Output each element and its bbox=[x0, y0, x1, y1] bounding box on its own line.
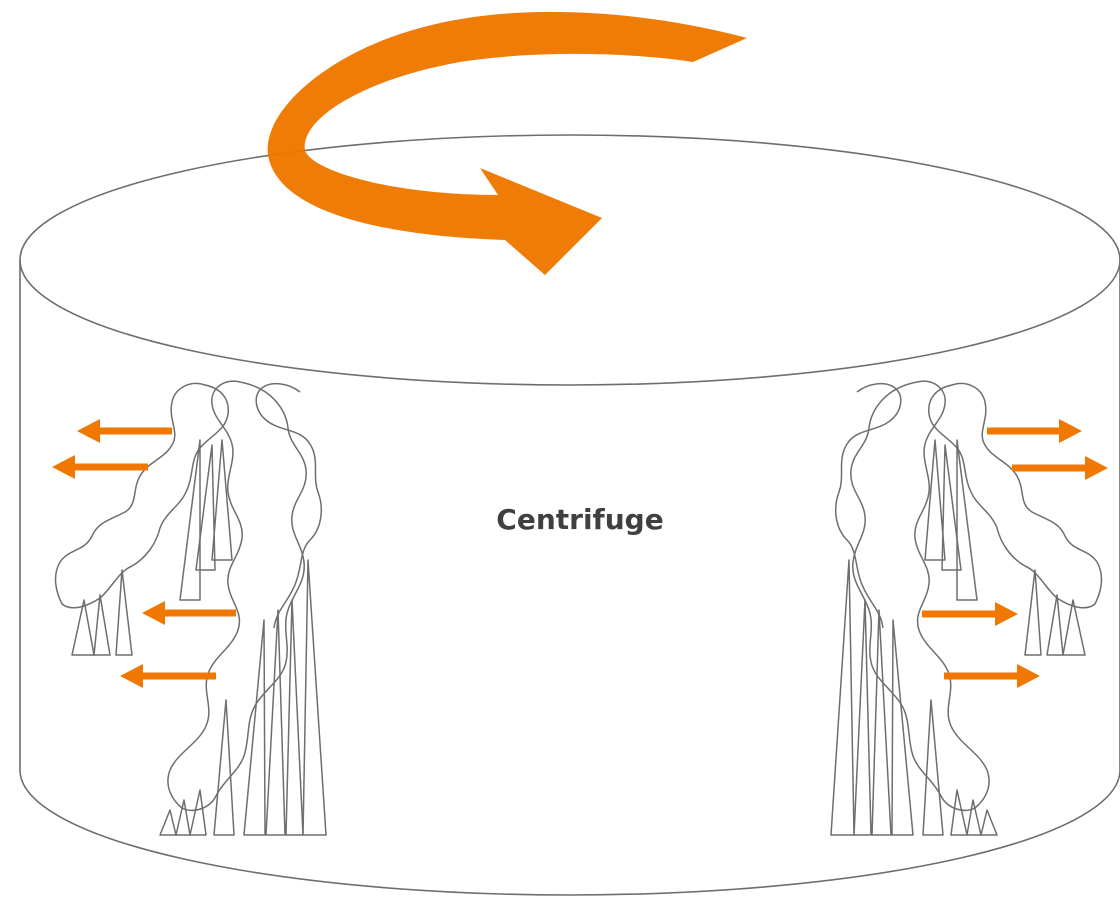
spore-cone bbox=[854, 600, 871, 835]
spore-cone bbox=[957, 440, 977, 600]
spore-cone bbox=[180, 440, 200, 600]
fruiting-body-right bbox=[831, 381, 1101, 835]
fruiting-body-inner-branch-right bbox=[851, 381, 989, 810]
spore-cone bbox=[266, 610, 285, 835]
force-arrows-right bbox=[922, 419, 1108, 688]
spore-cone bbox=[981, 810, 997, 835]
spore-cone bbox=[244, 620, 265, 835]
drum-top-ellipse bbox=[20, 135, 1120, 385]
spore-cones-left bbox=[72, 440, 326, 835]
force-arrow-icon bbox=[77, 419, 172, 443]
spore-cone bbox=[951, 790, 967, 835]
fruiting-body-left bbox=[56, 381, 326, 835]
force-arrow-icon bbox=[922, 602, 1018, 626]
spore-cone bbox=[116, 570, 132, 655]
fruiting-body-main-column-right bbox=[836, 384, 901, 628]
force-arrow-icon bbox=[1012, 456, 1108, 480]
force-arrow-icon bbox=[120, 664, 216, 688]
spore-cone bbox=[190, 790, 206, 835]
spore-cone bbox=[872, 610, 891, 835]
spore-cone bbox=[923, 700, 943, 835]
spore-cone bbox=[1025, 570, 1041, 655]
force-arrow-icon bbox=[142, 601, 236, 625]
spore-cone bbox=[892, 620, 913, 835]
fruiting-body-inner-branch-left bbox=[168, 381, 306, 810]
spore-cone bbox=[160, 810, 176, 835]
rotation-arrow-icon bbox=[268, 12, 747, 275]
spore-cone bbox=[214, 700, 234, 835]
fruiting-body-outer-branch-left bbox=[56, 384, 229, 608]
fruiting-body-main-column-left bbox=[256, 384, 321, 628]
force-arrow-icon bbox=[944, 664, 1040, 688]
force-arrow-icon bbox=[52, 455, 148, 479]
centrifuge-label: Centrifuge bbox=[480, 503, 680, 536]
spore-cone bbox=[286, 600, 303, 835]
spore-cone bbox=[303, 560, 326, 835]
spore-cone bbox=[94, 595, 110, 655]
spore-cone bbox=[1047, 595, 1063, 655]
force-arrows-left bbox=[52, 419, 236, 688]
spore-cones-right bbox=[831, 440, 1085, 835]
force-arrow-icon bbox=[987, 419, 1082, 443]
spore-cone bbox=[831, 560, 854, 835]
fruiting-body-outer-branch-right bbox=[929, 384, 1102, 608]
